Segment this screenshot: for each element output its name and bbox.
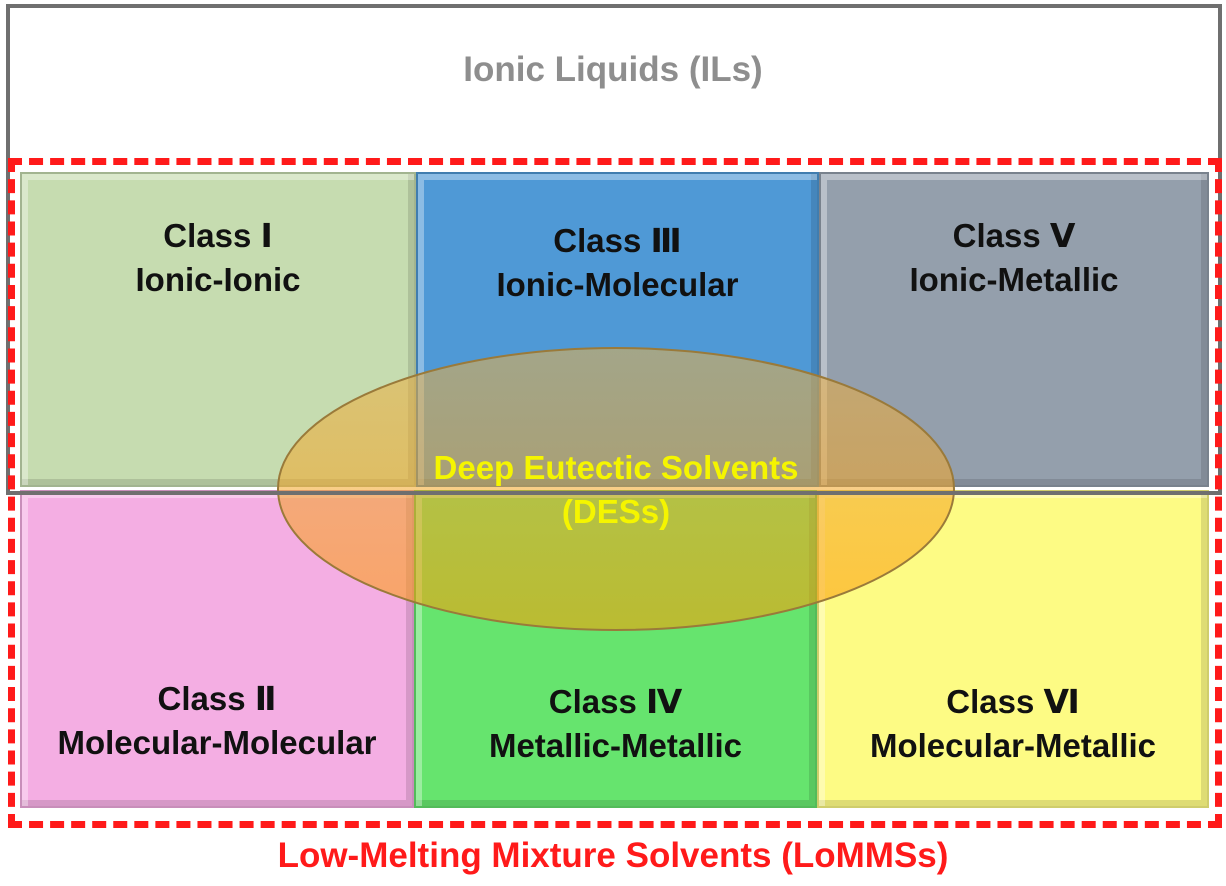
class-6-label: Class Ⅵ Molecular-Metallic [817,680,1209,768]
class-6-type: Molecular-Metallic [869,727,1157,764]
class-2-name: Class Ⅱ [157,680,277,717]
class-2-label: Class Ⅱ Molecular-Molecular [20,677,414,765]
class-5-name: Class Ⅴ [952,217,1076,254]
des-ellipse-shape [277,347,955,631]
class-3-label: Class Ⅲ Ionic-Molecular [416,219,819,307]
class-5-box [819,172,1209,487]
des-label-line1: Deep Eutectic Solvents [433,449,799,486]
class-2-type: Molecular-Molecular [57,724,377,761]
class-3-name: Class Ⅲ [553,222,682,259]
ionic-liquids-label: Ionic Liquids (ILs) [463,50,763,89]
class-4-name: Class Ⅳ [548,683,683,720]
class-3-type: Ionic-Molecular [496,266,739,303]
class-1-label: Class Ⅰ Ionic-Ionic [20,214,416,302]
class-4-label: Class Ⅳ Metallic-Metallic [414,680,817,768]
class-4-type: Metallic-Metallic [488,727,743,764]
class-6-name: Class Ⅵ [946,683,1080,720]
des-ellipse [277,347,955,631]
class-1-name: Class Ⅰ [163,217,273,254]
lomms-label: Low-Melting Mixture Solvents (LoMMSs) [277,836,949,875]
des-label: Deep Eutectic Solvents (DESs) [274,446,958,534]
class-5-label: Class Ⅴ Ionic-Metallic [819,214,1209,302]
des-label-line2: (DESs) [561,493,671,530]
class-5-type: Ionic-Metallic [909,261,1119,298]
class-1-type: Ionic-Ionic [135,261,301,298]
